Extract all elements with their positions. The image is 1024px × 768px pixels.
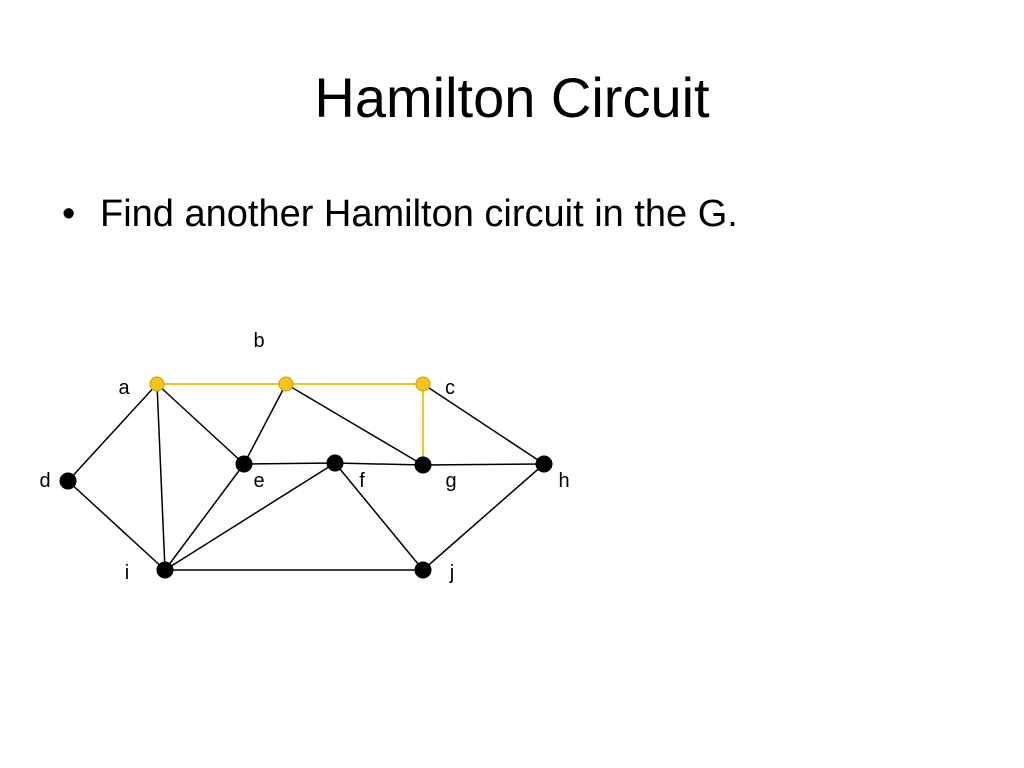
vertex-e [235,455,253,473]
labels-layer: a b c d e f g h i j [39,330,569,584]
slide-title: Hamilton Circuit [314,66,710,129]
edge-e-i [164,463,245,571]
edge-a-e [156,383,245,465]
vertices-layer [59,376,553,579]
vertex-label-a: a [118,377,130,399]
vertex-label-c: c [445,377,455,399]
vertex-c [415,376,431,392]
edge-f-g [334,462,424,466]
vertex-label-h: h [558,470,569,492]
vertex-label-i: i [125,562,129,584]
vertex-label-b: b [253,330,264,352]
vertex-label-e: e [253,470,264,492]
edge-h-j [422,463,545,571]
bullet-item: • Find another Hamilton circuit in the G. [62,186,738,242]
vertex-label-f: f [359,470,365,492]
vertex-a [149,376,165,392]
vertex-d [59,472,77,490]
edge-f-i [164,462,336,571]
vertex-h [535,455,553,473]
bullet-glyph: • [62,193,76,235]
vertex-j [414,561,432,579]
edges-layer [67,383,545,571]
vertex-label-g: g [445,470,456,492]
bullet-list: • Find another Hamilton circuit in the G. [62,186,738,242]
vertex-label-d: d [39,470,50,492]
edge-a-d [67,383,158,482]
edge-d-i [67,480,166,571]
edge-e-f [243,462,336,465]
vertex-f [326,454,344,472]
vertex-i [156,561,174,579]
vertex-label-j: j [449,562,454,584]
bullet-text: Find another Hamilton circuit in the G. [100,193,738,235]
edge-b-g [285,383,424,466]
vertex-b [278,376,294,392]
edge-b-e [243,383,287,465]
edge-f-j [334,462,424,571]
edge-a-i [156,383,166,571]
vertex-g [414,456,432,474]
edge-c-h [422,383,545,465]
edge-g-h [422,463,545,466]
